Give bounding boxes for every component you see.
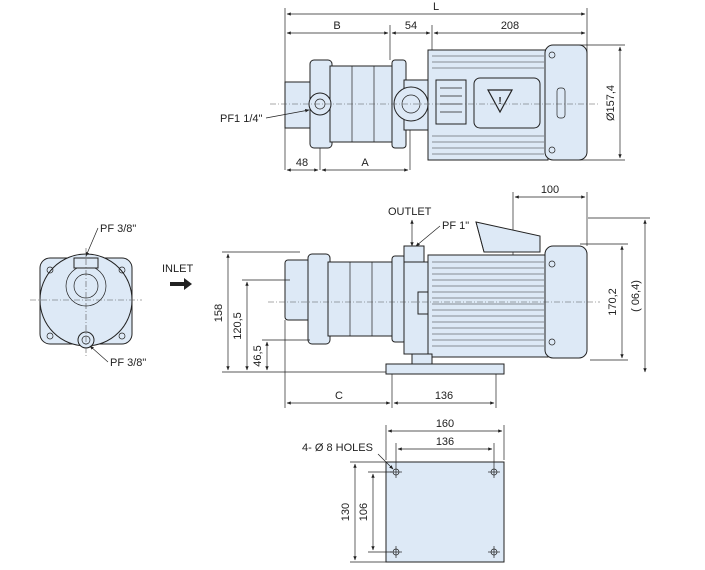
- dim-label-160: 160: [436, 418, 454, 430]
- dim-label-136-side: 136: [435, 390, 453, 402]
- dim-label-208: 208: [501, 20, 519, 32]
- dim-label-L: L: [433, 1, 439, 13]
- warning-triangle-icon: [486, 89, 514, 114]
- motor-fins-side: [432, 261, 544, 347]
- fan-cover: [544, 44, 588, 161]
- dim-label-100: 100: [541, 184, 559, 196]
- base-plate-side: [385, 363, 505, 375]
- dim-label-C: C: [335, 390, 343, 402]
- outlet-nozzle: [403, 245, 425, 263]
- motor-body-side: [427, 254, 549, 358]
- port-bottom-label: PF 3/8": [110, 357, 146, 369]
- outlet-label: OUTLET: [388, 206, 432, 218]
- dim-label-06-4: ( 06,4): [630, 280, 642, 312]
- pump-stages-side: [327, 261, 395, 337]
- inlet-arrow-icon: [170, 278, 192, 290]
- base-plate: [385, 461, 505, 563]
- dim-label-158: 158: [213, 304, 225, 322]
- dim-label-B: B: [333, 20, 340, 32]
- dim-label-130: 130: [340, 503, 352, 521]
- front-view: PF 3/8" PF 3/8" INLET: [30, 223, 193, 369]
- terminal-box: [473, 77, 541, 129]
- dim-label-120-5: 120,5: [232, 312, 244, 340]
- warning-mark-icon: !: [498, 96, 501, 107]
- base-view: 160 136 4- Ø 8 HOLES 130 106: [302, 418, 505, 563]
- dim-label-diameter: Ø157,4: [605, 85, 617, 121]
- port-label-pf1-1-4: PF1 1/4": [220, 113, 263, 125]
- dim-label-48: 48: [296, 157, 308, 169]
- dim-label-A: A: [361, 157, 369, 169]
- side-view: 100 OUTLET PF 1": [213, 184, 650, 408]
- pump-end-cover-side: [307, 253, 331, 345]
- dim-label-54: 54: [405, 20, 417, 32]
- outlet-port-label: PF 1": [442, 220, 469, 232]
- dim-label-106: 106: [358, 503, 370, 521]
- holes-label: 4- Ø 8 HOLES: [302, 442, 373, 454]
- mount-hole-icon: [390, 466, 500, 558]
- top-view: L B 54 208 48 A Ø157,4: [220, 1, 625, 172]
- nameplate: [435, 79, 467, 125]
- dim-label-136-base: 136: [436, 436, 454, 448]
- dim-label-170-2: 170,2: [607, 288, 619, 316]
- inlet-label: INLET: [162, 263, 193, 275]
- port-top-label: PF 3/8": [100, 223, 136, 235]
- motor-fins: [432, 55, 544, 155]
- terminal-box-side: [475, 221, 541, 253]
- dim-label-46-5: 46,5: [252, 345, 264, 366]
